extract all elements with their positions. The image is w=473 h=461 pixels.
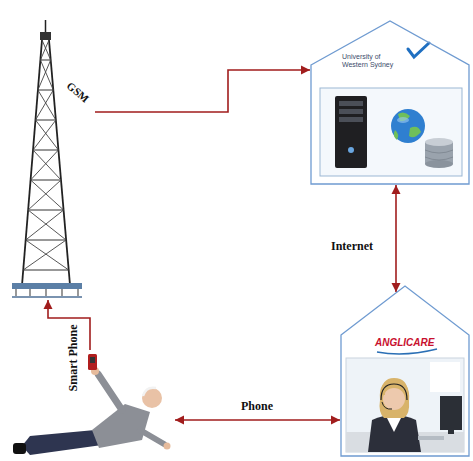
server-panel-part [339, 101, 363, 106]
university-logo-mark-part [408, 43, 429, 57]
house-outline [310, 20, 470, 185]
fallen-person-drawing-part [22, 430, 102, 455]
server-panel-part [394, 112, 421, 140]
gsm-tower-drawing-part [12, 296, 82, 298]
fallen-person-drawing-part [13, 443, 26, 454]
gsm-tower-drawing-part [23, 40, 66, 270]
house-outline [340, 285, 470, 457]
house-outline-shape [341, 286, 469, 456]
gsm-tower-drawing-part [26, 40, 69, 270]
fallen-person-drawing-part [90, 357, 95, 363]
university-logo-mark [408, 43, 429, 57]
connector-line [395, 185, 397, 292]
arrow-head [331, 416, 340, 425]
call-centre-photo-part [448, 430, 454, 434]
anglicare-logo-swoosh [377, 349, 437, 354]
edge-label: Smart Phone [67, 324, 80, 393]
gsm-tower-drawing-part [49, 40, 70, 285]
call-centre-photo-part [430, 362, 460, 392]
fallen-person-drawing-part [88, 354, 97, 370]
university-logo-text: University of Western Sydney [342, 53, 408, 69]
edge-label: Phone [240, 400, 274, 413]
server-panel-part [348, 147, 354, 153]
gsm-tower-drawing-part [12, 283, 82, 289]
edge-label: Internet [330, 240, 374, 253]
server-panel-part [425, 138, 453, 146]
tower-label: GSM [65, 79, 92, 104]
house-outline-shape [311, 21, 469, 184]
fallen-person [15, 350, 175, 455]
anglicare-building: ANGLICARE [340, 285, 470, 457]
server-panel [320, 88, 462, 176]
phone-link [175, 416, 340, 425]
call-centre-photo-part [418, 436, 444, 440]
call-centre-photo [346, 358, 464, 452]
university-building: University of Western Sydney [310, 20, 470, 185]
call-centre-photo-part [382, 402, 392, 409]
call-centre-photo-part [346, 358, 464, 452]
gsm-tower-drawing-part [22, 40, 42, 285]
anglicare-logo-swoosh-part [377, 349, 437, 354]
gsm-link [95, 66, 310, 113]
fallen-person-drawing-part [140, 430, 164, 444]
server-panel-part [397, 117, 409, 123]
server-panel-part [320, 88, 462, 176]
arrow-head [175, 416, 184, 425]
gsm-tower-drawing-part [23, 60, 68, 270]
call-centre-photo-part [380, 380, 410, 418]
server-panel-part [339, 109, 363, 114]
internet-link [392, 185, 401, 292]
gsm-tower: GSM [15, 25, 95, 300]
call-centre-photo-part [386, 416, 402, 432]
server-panel-part [425, 160, 453, 168]
server-panel-part [335, 96, 367, 168]
call-centre-photo-part [368, 415, 421, 452]
fallen-person-drawing-part [98, 374, 122, 410]
server-panel-part [391, 109, 425, 143]
gsm-tower-drawing [12, 20, 82, 298]
fallen-person-drawing-part [164, 443, 171, 450]
anglicare-logo-text: ANGLICARE [375, 337, 434, 348]
connector-line [175, 419, 340, 421]
arrow-head [44, 300, 53, 309]
gsm-tower-drawing-part [40, 32, 51, 40]
fallen-person-drawing-part [143, 388, 156, 396]
server-panel-part [339, 117, 363, 122]
call-centre-photo-part [383, 388, 405, 410]
call-centre-photo-part [381, 384, 407, 400]
call-centre-photo-part [440, 396, 462, 430]
fallen-person-drawing [13, 354, 171, 455]
arrow-head [392, 185, 401, 194]
connector-line [95, 70, 310, 112]
server-panel-part [425, 150, 453, 160]
fallen-person-drawing-part [142, 388, 162, 408]
arrow-head [301, 66, 310, 75]
gsm-tower-drawing-part [16, 289, 78, 297]
